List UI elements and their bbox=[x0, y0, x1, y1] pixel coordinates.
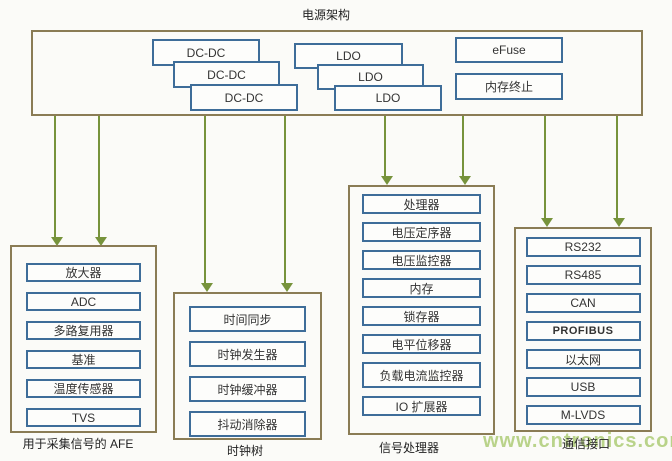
comm-interface-group-label: 通信接口 bbox=[561, 437, 611, 451]
power-arrow bbox=[51, 116, 63, 246]
power-arrow bbox=[381, 116, 393, 185]
memory-termination-box: 内存终止 bbox=[455, 73, 563, 100]
load-current-monitor-box: 负载电流监控器 bbox=[362, 362, 481, 388]
profibus-box: PROFIBUS bbox=[525, 321, 641, 341]
multiplexer-box: 多路复用器 bbox=[26, 321, 141, 340]
power-arrow bbox=[459, 116, 471, 185]
clock-buffer-box: 时钟缓冲器 bbox=[189, 376, 306, 402]
ldo-regulator-box: LDO bbox=[334, 85, 442, 111]
clock-tree-group-label: 时钟树 bbox=[226, 444, 264, 458]
power-arrow bbox=[613, 116, 625, 227]
comm-interface-group-box: RS232 RS485 CAN PROFIBUS 以太网 USB M-LVDS bbox=[514, 227, 652, 432]
time-sync-box: 时间同步 bbox=[189, 306, 306, 332]
ethernet-box: 以太网 bbox=[525, 349, 641, 369]
processor-box: 处理器 bbox=[362, 194, 481, 214]
clock-tree-group-box: 时间同步 时钟发生器 时钟缓冲器 抖动消除器 bbox=[173, 292, 322, 440]
voltage-sequencer-box: 电压定序器 bbox=[362, 222, 481, 242]
jitter-cleaner-box: 抖动消除器 bbox=[189, 411, 306, 437]
level-shifter-box: 电平位移器 bbox=[362, 334, 481, 354]
adc-box: ADC bbox=[26, 292, 141, 311]
power-arrow bbox=[281, 116, 293, 292]
efuse-box: eFuse bbox=[455, 37, 563, 63]
latch-box: 锁存器 bbox=[362, 306, 481, 326]
power-arrow bbox=[201, 116, 213, 292]
io-expander-box: IO 扩展器 bbox=[362, 396, 481, 416]
amplifier-box: 放大器 bbox=[26, 263, 141, 282]
rs485-box: RS485 bbox=[525, 265, 641, 285]
clock-generator-box: 时钟发生器 bbox=[189, 341, 306, 367]
signal-processor-group-box: 处理器 电压定序器 电压监控器 内存 锁存器 电平位移器 负载电流监控器 IO … bbox=[348, 185, 495, 435]
rs232-box: RS232 bbox=[525, 237, 641, 257]
voltage-monitor-box: 电压监控器 bbox=[362, 250, 481, 270]
power-arrow bbox=[95, 116, 107, 246]
power-arrow bbox=[541, 116, 553, 227]
afe-group-label: 用于采集信号的 AFE bbox=[22, 437, 134, 451]
tvs-box: TVS bbox=[26, 408, 141, 427]
dcdc-converter-box: DC-DC bbox=[190, 84, 298, 111]
afe-group-box: 放大器 ADC 多路复用器 基准 温度传感器 TVS bbox=[10, 245, 157, 433]
mlvds-box: M-LVDS bbox=[525, 405, 641, 425]
can-box: CAN bbox=[525, 293, 641, 313]
signal-processor-group-label: 信号处理器 bbox=[378, 441, 440, 455]
memory-box: 内存 bbox=[362, 278, 481, 298]
site-watermark: www.cntronics.com bbox=[483, 430, 672, 452]
usb-box: USB bbox=[525, 377, 641, 397]
diagram-title: 电源架构 bbox=[301, 8, 350, 22]
reference-box: 基准 bbox=[26, 350, 141, 369]
power-architecture-box: DC-DC DC-DC DC-DC LDO LDO LDO eFuse 内存终止 bbox=[31, 30, 643, 116]
temperature-sensor-box: 温度传感器 bbox=[26, 379, 141, 398]
